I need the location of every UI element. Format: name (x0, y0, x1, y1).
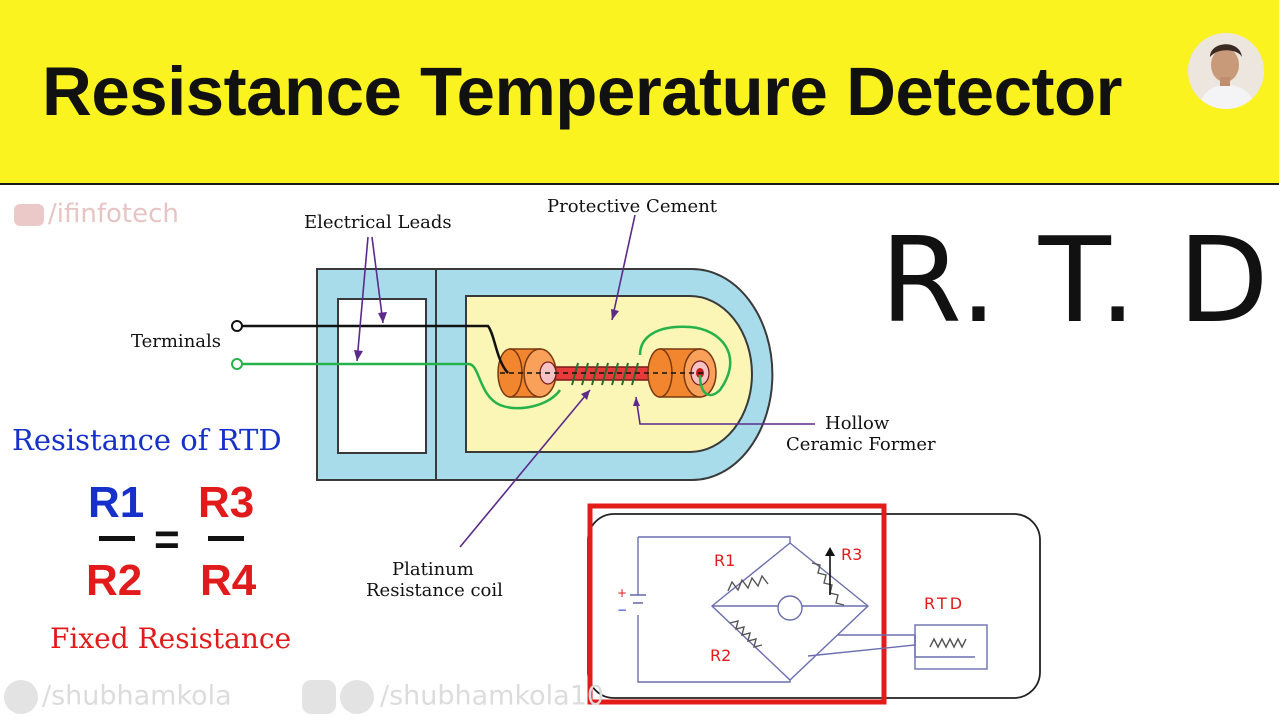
label-hollow: Hollow (825, 413, 890, 434)
youtube-watermark: /ifinfotech (14, 199, 179, 229)
coil-turns (571, 362, 639, 386)
facebook-icon (340, 680, 374, 714)
twitter-icon (4, 680, 38, 714)
formula-equals: = (154, 515, 180, 564)
label-ceramic-former: Ceramic Former (786, 434, 936, 455)
formula-r2: R2 (86, 556, 143, 605)
label-resistance-coil: Resistance coil (366, 580, 503, 601)
page-title: Resistance Temperature Detector (42, 53, 1122, 130)
formula-r3: R3 (198, 478, 255, 527)
bridge-label-r2: R2 (710, 646, 732, 665)
fraction-bar-left (99, 536, 135, 541)
bridge-label-r1: R1 (714, 551, 736, 570)
label-terminals: Terminals (131, 331, 222, 352)
green-lead (241, 325, 732, 410)
label-protective-cement: Protective Cement (547, 196, 718, 217)
green-terminal (231, 358, 243, 370)
avatar-portrait-icon (1188, 33, 1264, 109)
fixed-resistance-label: Fixed Resistance (50, 622, 292, 655)
black-terminal (231, 320, 243, 332)
formula-heading: Resistance of RTD (12, 423, 282, 457)
resistor-zigzags (727, 562, 967, 649)
battery-plus: + (617, 586, 628, 600)
formula-r4: R4 (200, 556, 257, 605)
title-banner: Resistance Temperature Detector (0, 0, 1279, 185)
rtd-heading: R. T. D (880, 211, 1271, 349)
circuit-highlight (587, 503, 887, 705)
youtube-icon (14, 203, 44, 226)
rtd-construction-diagram (231, 214, 1041, 705)
black-lead (241, 324, 509, 374)
twitter-watermark: /shubhamkola (4, 680, 232, 714)
fraction-bar-right (208, 536, 244, 541)
label-platinum: Platinum (392, 559, 474, 580)
bridge-wires (637, 536, 988, 683)
formula-r1: R1 (88, 478, 145, 527)
label-electrical-leads: Electrical Leads (304, 212, 452, 233)
lead-window (337, 298, 427, 454)
bridge-label-r3: R3 (841, 545, 863, 564)
bridge-label-rtd: RTD (924, 594, 966, 613)
diagram-canvas: /ifinfotech /shubhamkola /shubhamkola10 … (0, 185, 1279, 720)
instagram-icon (302, 680, 336, 714)
avatar (1188, 33, 1264, 109)
galvanometer (777, 595, 803, 621)
battery-minus: − (617, 603, 628, 617)
battery (630, 594, 646, 604)
social-watermark: /shubhamkola10 (302, 680, 604, 714)
